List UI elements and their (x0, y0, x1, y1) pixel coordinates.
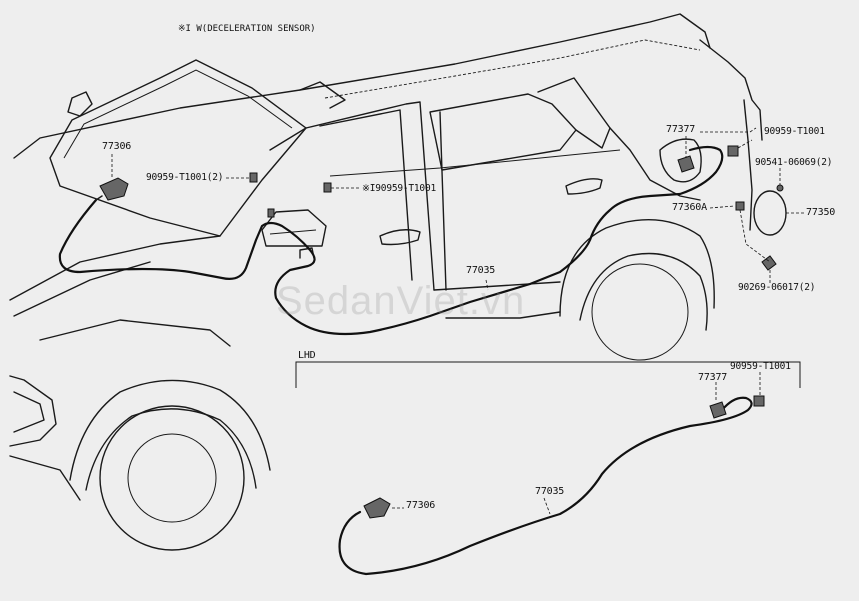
label-lhd-77306: 77306 (406, 500, 436, 511)
header-note: ※I W(DECELERATION SENSOR) (178, 24, 316, 34)
label-77306: 77306 (102, 141, 132, 152)
label-90959-t1001-mid: ※I90959-T1001 (362, 183, 436, 194)
label-lhd-90959-t1001: 90959-T1001 (730, 361, 791, 372)
label-77035: 77035 (466, 265, 496, 276)
label-90959-t1001-2: 90959-T1001(2) (146, 172, 224, 183)
label-77377: 77377 (666, 124, 696, 135)
label-90959-t1001-right: 90959-T1001 (764, 126, 825, 137)
label-lhd-77377: 77377 (698, 372, 728, 383)
label-90541-06069: 90541-06069(2) (755, 157, 833, 168)
label-lhd-77035: 77035 (535, 486, 565, 497)
label-77350: 77350 (806, 207, 836, 218)
label-77360a: 77360A (672, 202, 707, 213)
watermark-text: SedanViet.vn (276, 279, 526, 323)
label-lhd: LHD (298, 350, 316, 361)
label-90269-06017: 90269-06017(2) (738, 282, 816, 293)
